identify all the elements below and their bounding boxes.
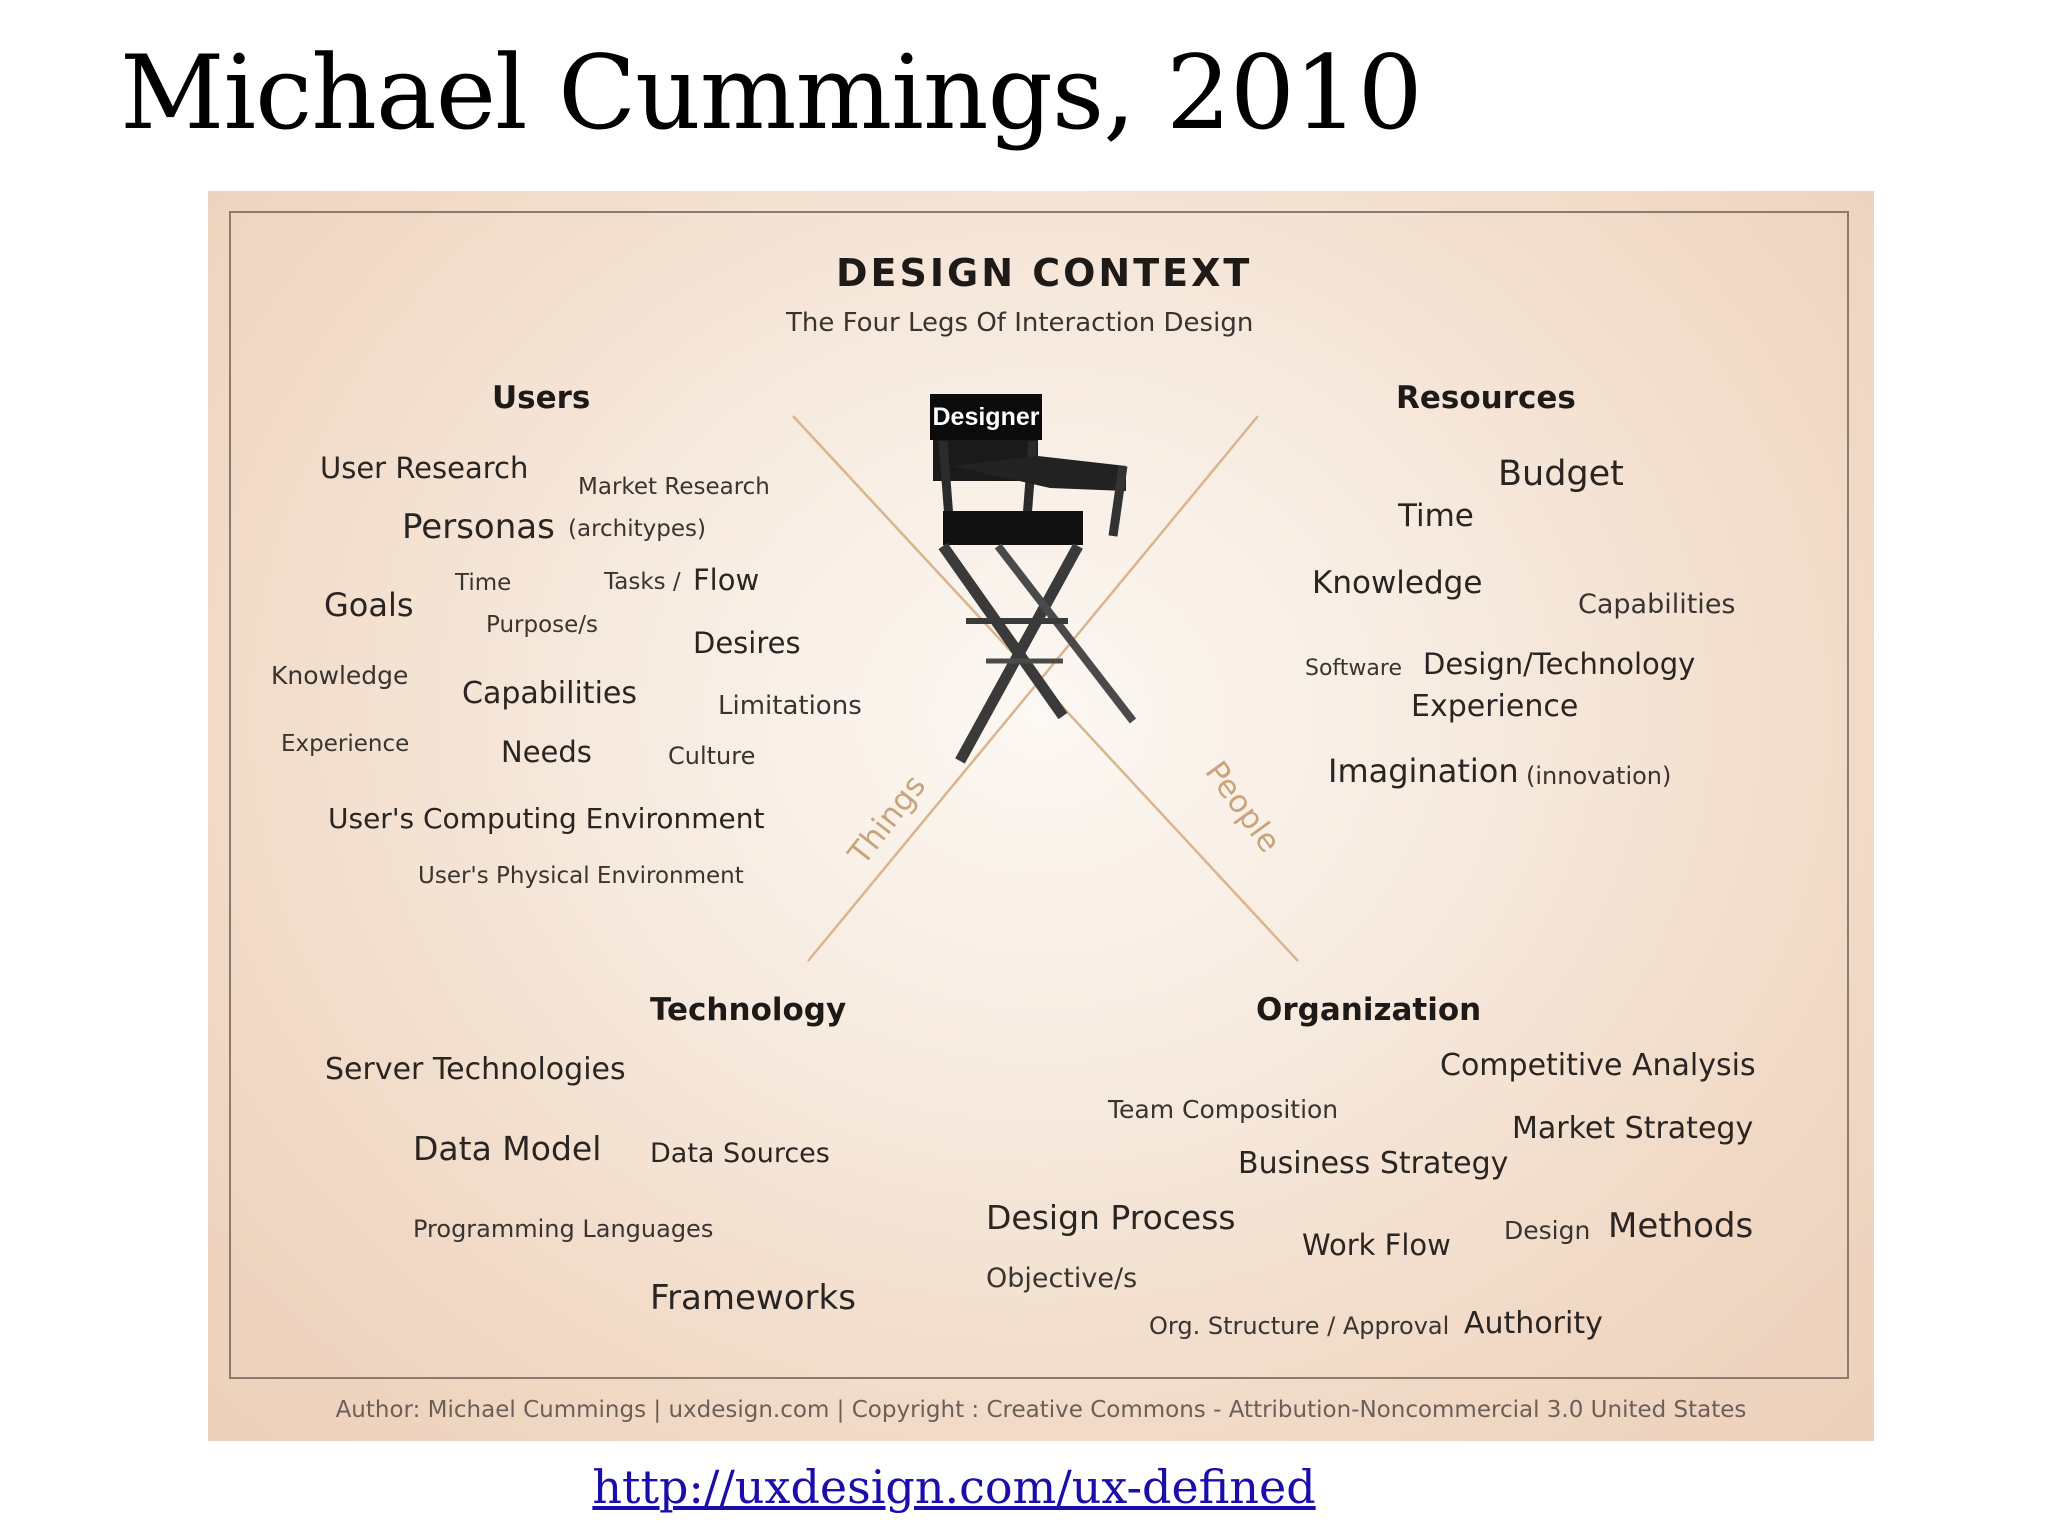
organization-heading: Organization <box>1256 992 1482 1028</box>
users-limitations: Limitations <box>718 691 862 721</box>
organization-business-strategy: Business Strategy <box>1238 1146 1509 1181</box>
organization-work-flow: Work Flow <box>1302 1228 1451 1262</box>
users-goals: Goals <box>324 586 414 624</box>
users-desires: Desires <box>693 626 801 660</box>
diagram-footer: Author: Michael Cummings | uxdesign.com … <box>335 1397 1747 1423</box>
diagram-subtitle: The Four Legs Of Interaction Design <box>786 308 1254 338</box>
users-purpose: Purpose/s <box>486 612 599 638</box>
organization-market-strategy: Market Strategy <box>1512 1111 1754 1146</box>
organization-org-structure: Org. Structure / Approval <box>1149 1312 1450 1340</box>
technology-programming: Programming Languages <box>413 1215 714 1243</box>
organization-team: Team Composition <box>1108 1095 1339 1124</box>
diagram-title: DESIGN CONTEXT <box>836 251 1253 295</box>
things-axis-line <box>807 415 1259 962</box>
source-link[interactable]: http://uxdesign.com/ux-defined <box>592 1460 1316 1514</box>
resources-software: Software <box>1305 656 1402 681</box>
users-knowledge: Knowledge <box>271 661 409 690</box>
users-physical-environment: User's Physical Environment <box>418 863 744 889</box>
organization-methods: Methods <box>1608 1206 1754 1246</box>
diagram-frame <box>229 211 1849 1379</box>
users-architypes: (architypes) <box>568 516 706 542</box>
organization-objectives: Objective/s <box>986 1263 1138 1294</box>
users-tasks: Tasks / <box>604 569 681 595</box>
users-market-research: Market Research <box>578 474 770 500</box>
design-context-diagram: Designer Things People DESIGN CONTEXT Th… <box>208 191 1874 1441</box>
users-needs: Needs <box>501 735 592 769</box>
resources-imagination: Imagination <box>1328 752 1519 790</box>
organization-design-process: Design Process <box>986 1198 1236 1237</box>
resources-budget: Budget <box>1498 454 1624 494</box>
users-personas: Personas <box>402 507 555 547</box>
users-capabilities: Capabilities <box>462 676 637 711</box>
users-flow: Flow <box>693 563 760 597</box>
resources-heading: Resources <box>1396 380 1576 416</box>
users-computing-environment: User's Computing Environment <box>328 802 765 835</box>
technology-data-sources: Data Sources <box>650 1138 830 1169</box>
resources-design-technology: Design/Technology <box>1423 647 1696 681</box>
organization-competitive: Competitive Analysis <box>1440 1048 1756 1083</box>
slide-title: Michael Cummings, 2010 <box>120 34 1423 153</box>
resources-experience: Experience <box>1411 689 1579 724</box>
resources-time: Time <box>1398 498 1474 534</box>
users-experience: Experience <box>281 731 410 757</box>
users-heading: Users <box>492 380 591 416</box>
organization-authority: Authority <box>1464 1306 1603 1341</box>
users-time: Time <box>455 570 512 596</box>
technology-server: Server Technologies <box>325 1052 626 1087</box>
resources-innovation: (innovation) <box>1526 762 1672 790</box>
organization-design-word: Design <box>1504 1216 1591 1245</box>
technology-data-model: Data Model <box>413 1129 602 1168</box>
resources-capabilities: Capabilities <box>1578 589 1736 620</box>
designer-chair-label: Designer <box>930 394 1042 440</box>
designer-chair-icon <box>933 436 1137 764</box>
technology-frameworks: Frameworks <box>650 1278 856 1318</box>
resources-knowledge: Knowledge <box>1312 565 1483 601</box>
users-user-research: User Research <box>320 451 529 485</box>
technology-heading: Technology <box>650 992 847 1028</box>
users-culture: Culture <box>668 742 756 770</box>
